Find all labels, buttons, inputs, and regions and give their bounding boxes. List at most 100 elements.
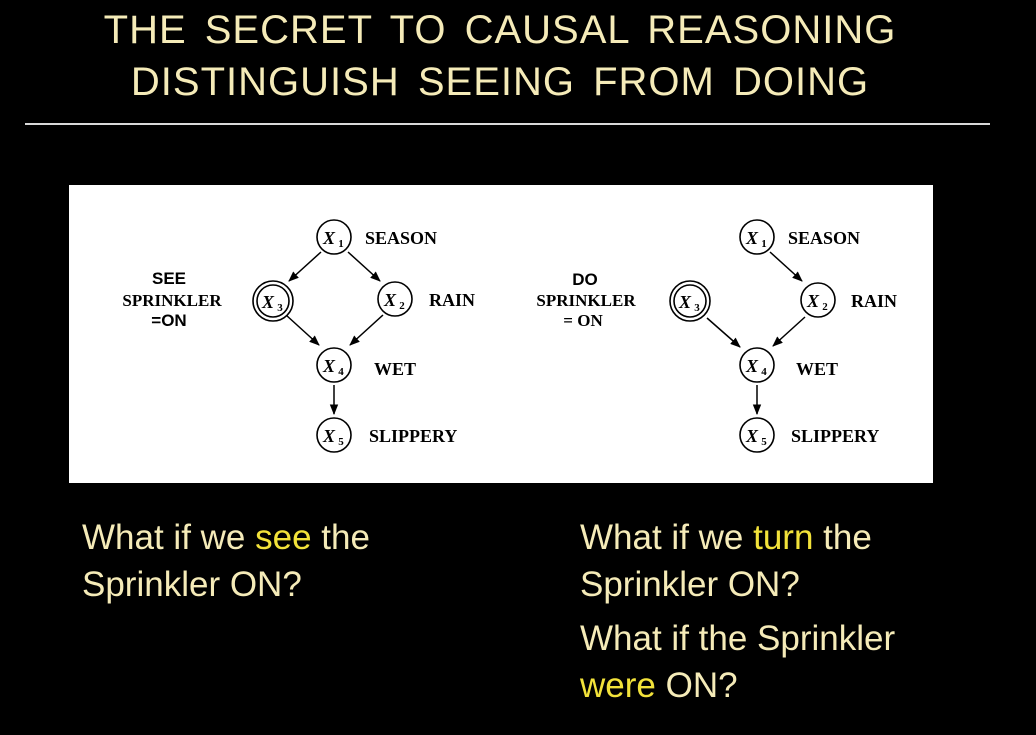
node-x1	[316, 219, 352, 255]
see-label-line1: SEE	[152, 269, 186, 288]
node-x5-sub: 5	[338, 436, 344, 448]
svg-text:SPRINKLER: SPRINKLER	[122, 291, 222, 310]
question-were-a: What if the Sprinkler	[580, 619, 896, 658]
node-x2	[377, 281, 413, 317]
question-see-b: the	[311, 518, 370, 557]
edge-x2-x4	[772, 316, 806, 347]
svg-text:X: X	[678, 292, 692, 312]
node-x4-var: X	[322, 356, 336, 376]
node-x4	[316, 347, 352, 383]
svg-text:X: X	[322, 228, 336, 248]
question-turn-c: Sprinkler ON?	[580, 565, 800, 604]
node-x5-label: SLIPPERY	[369, 426, 457, 446]
edge-x1-x2	[769, 251, 803, 282]
do-label-line2: SPRINKLER	[536, 291, 636, 310]
node-x3	[256, 284, 290, 318]
node-x2-var: X	[806, 291, 820, 311]
question-turn: What if we turn the Sprinkler ON?	[580, 514, 1020, 608]
question-see: What if we see the Sprinkler ON?	[82, 514, 502, 608]
node-x5	[316, 417, 352, 453]
node-x4-label: WET	[796, 359, 838, 379]
svg-text:SEE: SEE	[152, 269, 186, 288]
svg-text:1: 1	[761, 238, 767, 250]
node-x1-sub: 1	[338, 238, 344, 250]
svg-text:2: 2	[399, 300, 405, 312]
node-x3-sub: 3	[277, 302, 283, 314]
node-x1-label: SEASON	[788, 228, 860, 248]
node-x3	[673, 284, 707, 318]
node-x2-var: X	[383, 290, 397, 310]
svg-text:RAIN: RAIN	[851, 291, 897, 311]
svg-text:SLIPPERY: SLIPPERY	[369, 426, 457, 446]
see-label-line3: =ON	[151, 311, 186, 330]
svg-text:SLIPPERY: SLIPPERY	[791, 426, 879, 446]
question-see-highlight: see	[255, 518, 312, 557]
do-label-line1: DO	[572, 270, 598, 289]
node-x2-sub: 2	[822, 301, 828, 313]
svg-text:4: 4	[761, 366, 767, 378]
node-x3-sub: 3	[694, 302, 700, 314]
do-label-line3: = ON	[563, 311, 603, 330]
edge-x1-x3	[288, 251, 322, 282]
svg-text:SPRINKLER: SPRINKLER	[536, 291, 636, 310]
svg-text:=ON: =ON	[151, 311, 186, 330]
svg-text:WET: WET	[374, 359, 416, 379]
see-label-line2: SPRINKLER	[122, 291, 222, 310]
question-see-a: What if we	[82, 518, 256, 557]
svg-text:X: X	[261, 292, 275, 312]
svg-text:X: X	[322, 426, 336, 446]
node-x2-sub: 2	[399, 300, 405, 312]
node-x5-var: X	[322, 426, 336, 446]
question-see-c: Sprinkler ON?	[82, 565, 302, 604]
node-x1	[739, 219, 775, 255]
svg-text:2: 2	[822, 301, 828, 313]
svg-text:WET: WET	[796, 359, 838, 379]
edge-x3-x4	[285, 314, 320, 346]
svg-text:X: X	[745, 356, 759, 376]
svg-text:SEASON: SEASON	[788, 228, 860, 248]
svg-text:X: X	[322, 356, 336, 376]
edge-x2-x4	[349, 314, 384, 346]
title-divider	[25, 123, 990, 125]
svg-text:SEASON: SEASON	[365, 228, 437, 248]
node-x4-sub: 4	[761, 366, 767, 378]
node-x4-var: X	[745, 356, 759, 376]
svg-text:DO: DO	[572, 270, 598, 289]
see-graph: X 1 SEASON X 2 RAIN X 3 SEE SPRINKLER =O…	[122, 219, 475, 453]
svg-text:X: X	[383, 290, 397, 310]
title-line-2: DISTINGUISH SEEING FROM DOING	[130, 60, 870, 104]
node-x4-label: WET	[374, 359, 416, 379]
question-turn-highlight: turn	[753, 518, 814, 557]
do-graph: X 1 SEASON X 2 RAIN X 3 DO SPRINKLER = O…	[536, 219, 897, 453]
causal-diagrams: X 1 SEASON X 2 RAIN X 3 SEE SPRINKLER =O…	[122, 219, 897, 453]
node-x3-var: X	[261, 292, 275, 312]
svg-text:X: X	[745, 228, 759, 248]
node-x1-label: SEASON	[365, 228, 437, 248]
node-x4	[739, 347, 775, 383]
svg-text:4: 4	[338, 366, 344, 378]
question-turn-a: What if we	[580, 518, 754, 557]
svg-text:5: 5	[761, 436, 767, 448]
node-x5-var: X	[745, 426, 759, 446]
question-were-b: ON?	[655, 666, 738, 705]
svg-text:X: X	[745, 426, 759, 446]
svg-text:RAIN: RAIN	[429, 290, 475, 310]
node-x5-label: SLIPPERY	[791, 426, 879, 446]
causal-diagram-panel: X 1 SEASON X 2 RAIN X 3 SEE SPRINKLER =O…	[69, 185, 933, 483]
svg-text:5: 5	[338, 436, 344, 448]
node-x1-var: X	[745, 228, 759, 248]
svg-text:= ON: = ON	[563, 311, 603, 330]
node-x2-label: RAIN	[429, 290, 475, 310]
node-x2-label: RAIN	[851, 291, 897, 311]
svg-text:3: 3	[277, 302, 283, 314]
node-x5	[739, 417, 775, 453]
title-line-1: THE SECRET TO CAUSAL REASONING	[103, 8, 897, 52]
node-x1-var: X	[322, 228, 336, 248]
node-x3-var: X	[678, 292, 692, 312]
edge-x3-x4	[706, 317, 741, 348]
node-x2	[800, 282, 836, 318]
question-turn-b: the	[813, 518, 872, 557]
svg-text:X: X	[806, 291, 820, 311]
node-x5-sub: 5	[761, 436, 767, 448]
question-were-highlight: were	[580, 666, 656, 705]
